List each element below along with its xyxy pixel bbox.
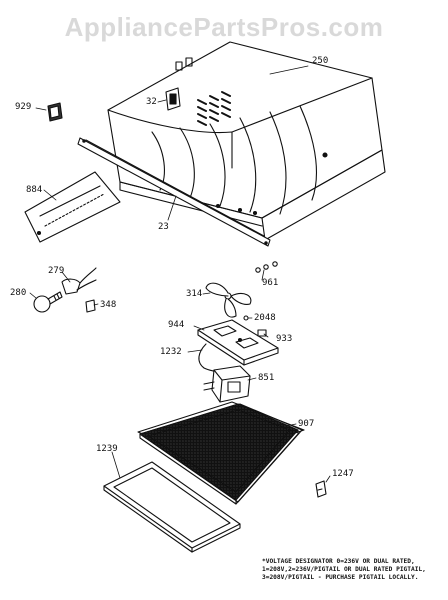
footnote-line-1: *VOLTAGE DESIGNATOR 0=236V OR DUAL RATED…	[262, 558, 415, 565]
label-944: 944	[168, 320, 185, 330]
label-314: 314	[186, 289, 203, 299]
grease-filter	[138, 402, 304, 504]
clip	[86, 300, 95, 312]
nut	[244, 316, 248, 320]
label-279: 279	[48, 266, 65, 276]
label-1239: 1239	[96, 444, 118, 454]
label-32: 32	[146, 97, 157, 107]
rocker-switch	[48, 103, 62, 121]
footnote-line-2: 1=208V,2=236V/PIGTAIL OR DUAL RATED PIGT…	[262, 566, 426, 573]
label-250: 250	[312, 56, 329, 66]
light-lens	[25, 172, 120, 242]
watermark: AppliancePartsPros.com	[64, 12, 384, 42]
switch-bracket	[166, 88, 180, 110]
label-348: 348	[100, 300, 117, 310]
charcoal-filter-frame	[104, 462, 240, 552]
footnote-line-3: 3=208V/PIGTAIL - PURCHASE PIGTAIL LOCALL…	[262, 574, 419, 581]
label-929: 929	[15, 102, 32, 112]
lamp-socket	[62, 268, 96, 294]
label-23: 23	[158, 222, 169, 232]
label-1247: 1247	[332, 469, 354, 479]
trim-strip	[78, 138, 270, 246]
label-851: 851	[258, 373, 275, 383]
label-961: 961	[262, 278, 279, 288]
connector	[258, 330, 266, 336]
motor-bracket	[198, 320, 278, 365]
hardware-screws	[256, 262, 277, 272]
light-bulb	[34, 292, 62, 312]
fan-blade	[206, 283, 251, 317]
label-2048: 2048	[254, 313, 276, 323]
label-933: 933	[276, 334, 293, 344]
leader-lines	[30, 66, 330, 482]
label-280: 280	[10, 288, 27, 298]
label-907: 907	[298, 419, 315, 429]
voltage-footnote: *VOLTAGE DESIGNATOR 0=236V OR DUAL RATED…	[262, 558, 444, 582]
fan-motor	[204, 366, 250, 402]
filter-clip	[316, 481, 326, 497]
hood-housing	[108, 42, 385, 240]
label-1232: 1232	[160, 347, 182, 357]
label-884: 884	[26, 185, 43, 195]
